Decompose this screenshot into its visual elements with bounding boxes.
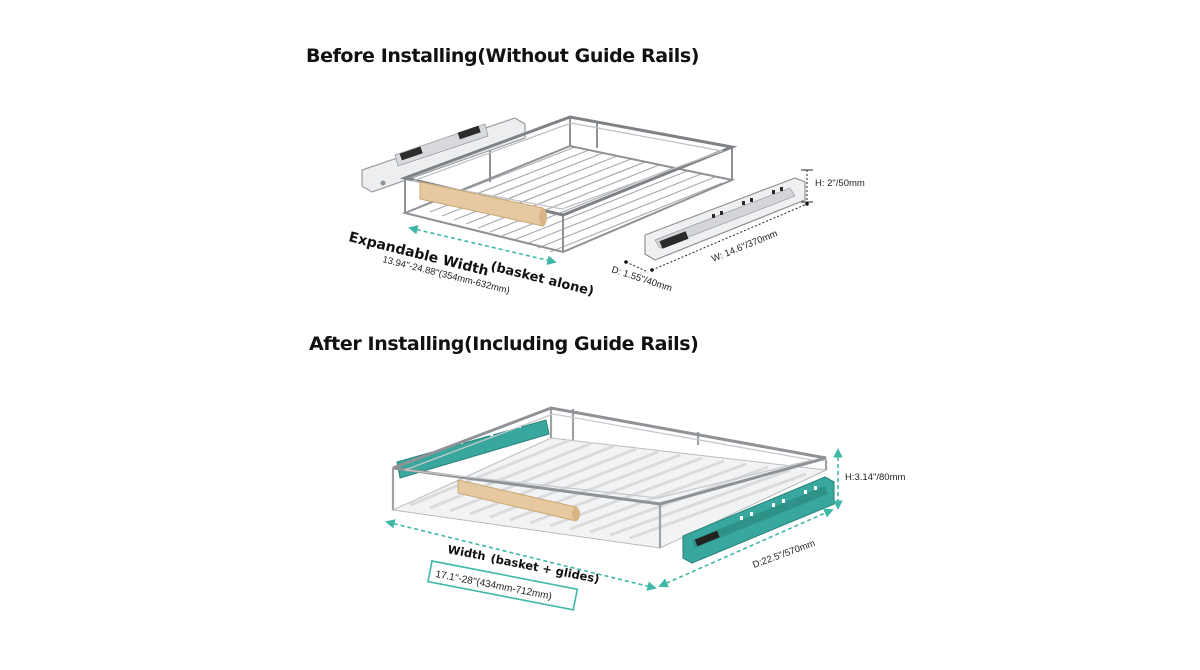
after-installing-heading: After Installing(Including Guide Rails): [309, 333, 699, 355]
rail-dimension-lines: [625, 169, 813, 273]
wire-basket-alone: [399, 115, 738, 254]
installed-width-title: Width: [446, 542, 487, 563]
right-guide-rail: [644, 177, 806, 261]
installed-height-label: H:3.14"/80mm: [845, 472, 905, 483]
installed-basket-with-glides: [391, 406, 835, 564]
rail-height-label: H: 2"/50mm: [815, 178, 865, 189]
expandable-width-arrow: [408, 225, 557, 265]
left-guide-rail-unmounted: [361, 117, 526, 193]
installed-depth-label: D:22.5"/570mm: [751, 538, 817, 571]
depth-arrow: [658, 508, 834, 588]
before-installing-heading: Before Installing(Without Guide Rails): [306, 45, 700, 67]
